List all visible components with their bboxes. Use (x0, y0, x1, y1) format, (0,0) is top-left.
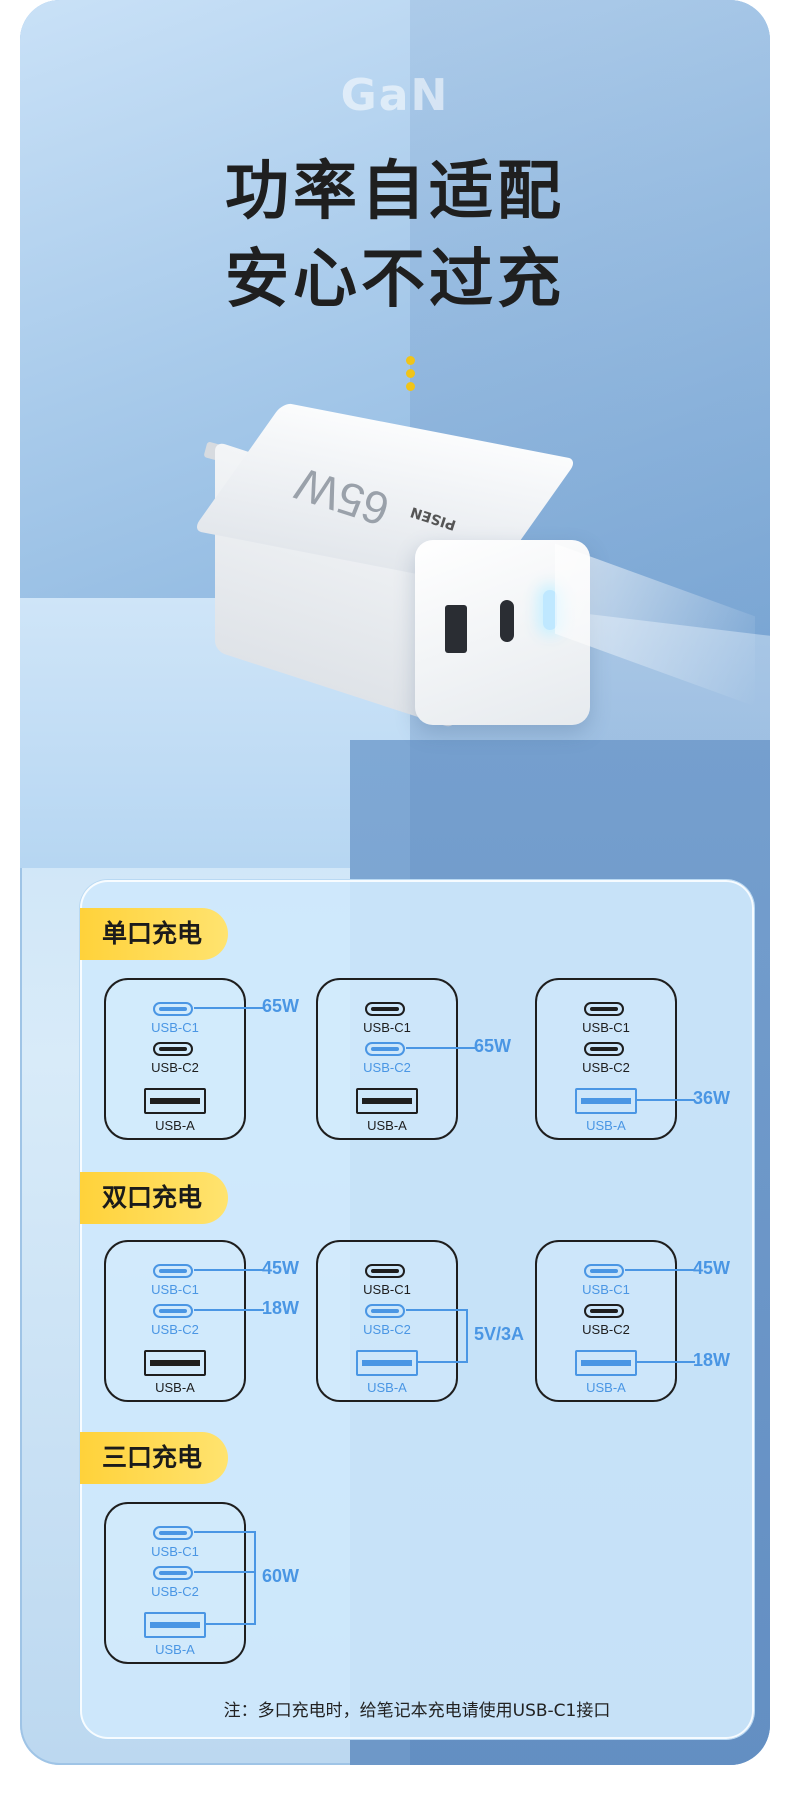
product-poster: GaN 功率自适配 安心不过充 65W PISEN 单口充电 双口充电 三口充电… (20, 0, 770, 1765)
usb-c2-port-icon (365, 1304, 405, 1318)
usb-c1-port-icon (153, 1264, 193, 1278)
usb-a-label: USB-A (155, 1380, 195, 1395)
usb-c1-port-icon (365, 1264, 405, 1278)
leader-line (406, 1309, 466, 1311)
usb-c2-port-icon (153, 1042, 193, 1056)
usb-a-label: USB-A (367, 1380, 407, 1395)
wattage-label: 36W (693, 1088, 731, 1108)
wattage-label: 60W (262, 1566, 300, 1586)
usb-a-port-icon (356, 1088, 418, 1114)
wattage-label: 18W (693, 1350, 731, 1370)
usb-a-label: USB-A (155, 1118, 195, 1133)
usb-c2-label: USB-C2 (151, 1322, 199, 1337)
gan-logo: GaN (340, 70, 450, 121)
usb-c2-port-icon (365, 1042, 405, 1056)
leader-line (637, 1099, 695, 1101)
usb-c1-label: USB-C1 (582, 1020, 630, 1035)
leader-line (194, 1269, 264, 1271)
usb-a-label: USB-A (155, 1642, 195, 1657)
usb-a-port-icon (575, 1350, 637, 1376)
wattage-label: 65W (262, 996, 300, 1016)
leader-line (194, 1531, 254, 1533)
charger-image: 65W PISEN (192, 402, 755, 730)
usb-c2-label: USB-C2 (582, 1322, 630, 1337)
wattage-label: 5V/3A (474, 1324, 525, 1344)
bracket-line (254, 1531, 256, 1625)
section-badge-triple: 三口充电 (80, 1432, 229, 1484)
usb-c1-label: USB-C1 (363, 1282, 411, 1297)
usb-c1-label: USB-C1 (151, 1282, 199, 1297)
usb-c2-label: USB-C2 (363, 1322, 411, 1337)
usb-c2-port-icon (153, 1304, 193, 1318)
usb-c1-label: USB-C1 (151, 1020, 199, 1035)
usb-c2-label: USB-C2 (151, 1584, 199, 1599)
leader-line (194, 1309, 264, 1311)
usb-c1-label: USB-C1 (582, 1282, 630, 1297)
leader-line (194, 1007, 264, 1009)
headline-line-1: 功率自适配 (225, 155, 565, 229)
headline-line-2: 安心不过充 (225, 243, 565, 317)
usb-a-port-icon (144, 1088, 206, 1114)
usb-c1-label: USB-C1 (151, 1544, 199, 1559)
wattage-label: 45W (262, 1258, 300, 1278)
usb-a-label: USB-A (367, 1118, 407, 1133)
wattage-label: 65W (474, 1036, 512, 1056)
leader-line (194, 1571, 254, 1573)
wattage-label: 18W (262, 1298, 300, 1318)
leader-line (206, 1623, 254, 1625)
wattage-label: 45W (693, 1258, 731, 1278)
leader-line (418, 1361, 466, 1363)
usb-a-port-icon (356, 1350, 418, 1376)
usb-c2-port-icon (584, 1042, 624, 1056)
leader-line (625, 1269, 695, 1271)
usb-c2-port-icon (584, 1304, 624, 1318)
decorative-dots (406, 356, 416, 395)
usb-a-port-icon (144, 1350, 206, 1376)
footnote: 注：多口充电时，给笔记本充电请使用USB-C1接口 (223, 1701, 611, 1721)
usb-c1-port-icon (584, 1264, 624, 1278)
leader-line (406, 1047, 476, 1049)
usb-c1-port-icon (153, 1002, 193, 1016)
usb-c2-label: USB-C2 (582, 1060, 630, 1075)
usb-c2-port-icon (153, 1566, 193, 1580)
section-badge-dual: 双口充电 (80, 1172, 229, 1224)
section-badge-single: 单口充电 (80, 908, 229, 960)
usb-a-label: USB-A (586, 1380, 626, 1395)
usb-c2-label: USB-C2 (151, 1060, 199, 1075)
bracket-line (466, 1309, 468, 1363)
usb-c1-port-glowing (543, 590, 557, 630)
usb-a-port-icon (575, 1088, 637, 1114)
usb-c1-port-icon (584, 1002, 624, 1016)
usb-c1-port-icon (153, 1526, 193, 1540)
usb-a-label: USB-A (586, 1118, 626, 1133)
usb-c2-port (500, 600, 514, 642)
usb-a-port (445, 605, 467, 653)
usb-a-port-icon (144, 1612, 206, 1638)
leader-line (637, 1361, 695, 1363)
usb-c1-label: USB-C1 (363, 1020, 411, 1035)
usb-c1-port-icon (365, 1002, 405, 1016)
usb-c2-label: USB-C2 (363, 1060, 411, 1075)
